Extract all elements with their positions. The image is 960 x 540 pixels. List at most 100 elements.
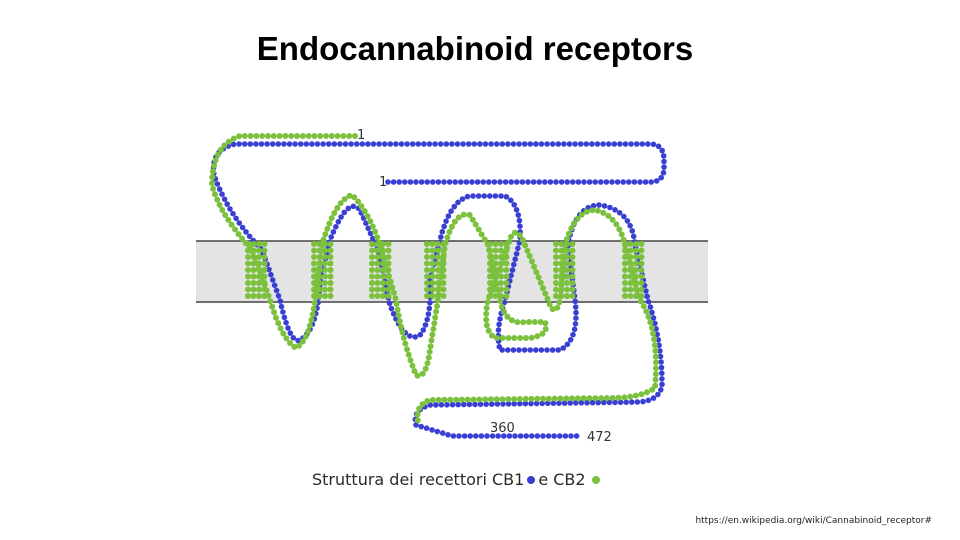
cb2-residue [551, 395, 558, 402]
cb1-residue [441, 179, 447, 185]
cb2-residue [537, 279, 544, 286]
cb2-helix-residue [385, 254, 392, 260]
cb2-residue [460, 211, 467, 218]
cb2-residue [444, 234, 451, 241]
cb1-residue [649, 309, 655, 316]
cb1-residue [309, 141, 315, 147]
cb2-residue [448, 223, 455, 230]
cb2-helix-residue [311, 273, 317, 280]
cb2-helix-residue [435, 260, 441, 267]
cb1-residue [241, 141, 248, 147]
cb2-helix-residue [558, 247, 565, 254]
cb2-residue [652, 353, 659, 360]
cb2-residue [458, 396, 465, 403]
cb2-helix-residue [487, 286, 493, 293]
cb2-residue [519, 237, 526, 243]
cb1-residue [594, 141, 601, 147]
cb1-residue [421, 141, 427, 147]
cb2-residue [637, 298, 644, 305]
cb2-helix-residue [487, 260, 493, 267]
cb2-helix-residue [327, 280, 334, 286]
cb1-residue [472, 401, 478, 408]
cb2-residue [517, 335, 524, 341]
cb2-residue [294, 133, 300, 139]
cb2-helix-residue [569, 273, 576, 280]
cb1-residue [365, 141, 371, 147]
cb2-residue [331, 210, 338, 216]
cb2-helix-residue [503, 241, 510, 247]
cb2-residue [364, 213, 371, 220]
cb1-residue [303, 141, 310, 147]
cb1-residue [320, 141, 326, 147]
cb1-residue [660, 153, 667, 159]
cb1-residue [365, 225, 372, 232]
cb2-helix-residue [369, 280, 375, 286]
cb1-residue [512, 433, 518, 439]
cb2-residue [511, 229, 518, 236]
cb1-residue [620, 179, 626, 185]
cb2-helix-residue [622, 286, 628, 293]
cb1-residue [283, 319, 289, 326]
cb1-residue [519, 179, 526, 185]
cb2-residue [328, 215, 335, 222]
cb2-residue [501, 308, 508, 315]
cb1-residue [558, 179, 565, 185]
cb1-residue [660, 169, 667, 176]
cb2-residue [615, 394, 622, 401]
cb1-residue [516, 141, 522, 147]
cb2-residue [428, 337, 435, 344]
cb2-helix-residue [633, 293, 639, 299]
cb2-helix-residue [627, 247, 634, 254]
cb1-residue [606, 399, 613, 406]
cb2-helix-residue [256, 273, 262, 280]
cb2-residue [472, 221, 479, 228]
cb2-helix-residue [250, 293, 257, 299]
cb2-residue [228, 221, 235, 228]
cb2-helix-residue [380, 286, 386, 293]
cb2-helix-residue [487, 273, 493, 280]
cb1-residue [502, 179, 509, 185]
cb2-residue [455, 214, 462, 221]
cb1-residue [659, 147, 665, 154]
cb1-residue [616, 210, 623, 216]
cb1-residue [650, 315, 657, 321]
cb2-residue [311, 299, 318, 306]
cb1-residue [271, 282, 278, 289]
cb1-residue [509, 267, 516, 273]
cb1-residue [290, 335, 297, 341]
cb2-helix-residue [311, 293, 317, 299]
cb1-residue [570, 331, 576, 338]
cb2-helix-residue [256, 286, 262, 293]
cb2-helix-residue [256, 247, 262, 254]
cb1-residue [603, 179, 610, 185]
cb2-residue [493, 396, 500, 403]
cb2-helix-residue [627, 293, 634, 299]
cb2-helix-residue [492, 247, 499, 254]
cb2-helix-residue [261, 241, 268, 247]
cb1-residue [487, 193, 493, 199]
cb1-residue [415, 141, 422, 147]
cb1-residue [418, 179, 425, 185]
cb1-residue [658, 364, 665, 371]
cb1-residue [561, 141, 567, 147]
cb1-residue [498, 193, 504, 199]
cb1-residue [573, 309, 579, 316]
cb1-residue [246, 233, 253, 240]
cb1-residue [630, 233, 637, 240]
cb1-residue [429, 427, 435, 433]
cb1-start-label: 1 [379, 175, 387, 190]
cb1-residue [505, 141, 511, 147]
cb1-residue [544, 141, 550, 147]
cb2-residue [578, 211, 585, 218]
cb2-helix-residue [435, 241, 441, 247]
cb2-helix-residue [558, 241, 565, 247]
cb2-helix-residue [369, 273, 375, 280]
cb1-residue [589, 141, 595, 147]
cb1-residue [497, 179, 503, 185]
cb1-residue [434, 428, 441, 435]
cb1-residue [470, 193, 476, 199]
cb2-helix-residue [256, 254, 262, 260]
cb2-residue [306, 322, 313, 329]
cb2-residue [419, 370, 426, 377]
cb2-residue [540, 285, 546, 292]
